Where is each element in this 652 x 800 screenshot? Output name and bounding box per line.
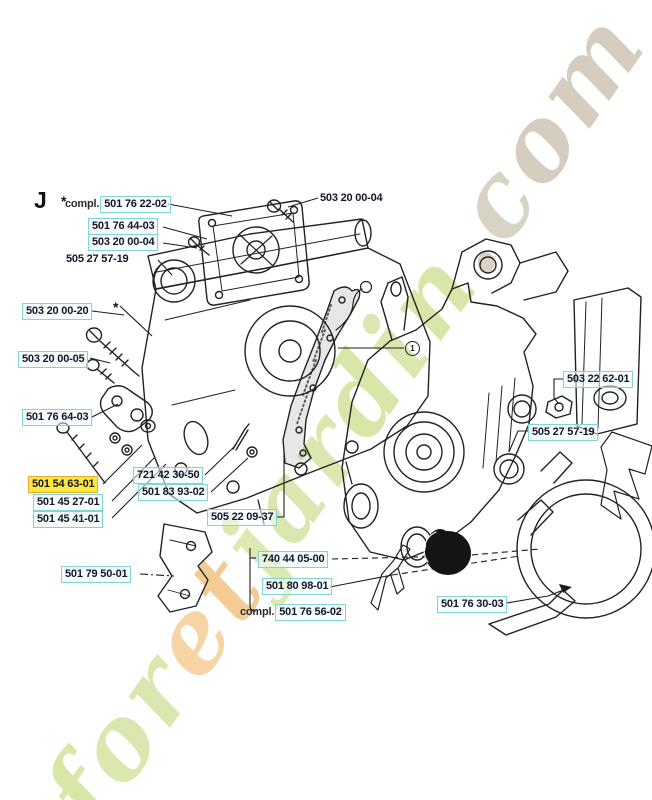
part-number-label-501-76-30-03: 501 76 30-03 <box>437 596 508 613</box>
part-number-label-compl-501-76-22-02: compl.501 76 22-02 <box>65 196 171 213</box>
part-number: 501 76 30-03 <box>437 596 508 613</box>
part-number-label-501-80-98-01: 501 80 98-01 <box>262 578 333 595</box>
part-number-label-501-45-41-01: 501 45 41-01 <box>33 511 104 528</box>
part-number: 501 79 50-01 <box>61 566 132 583</box>
part-number-label-505-27-57-19-right: 505 27 57-19 <box>528 424 599 441</box>
part-number: 505 27 57-19 <box>66 253 129 265</box>
part-number-label-721-42-30-50: 721 42 30-50 <box>133 467 204 484</box>
part-number: 501 54 63-01 <box>28 476 99 493</box>
part-number: 503 22 62-01 <box>563 371 634 388</box>
part-number-label-501-83-93-02: 501 83 93-02 <box>138 484 209 501</box>
part-number-label-503-20-00-20: 503 20 00-20 <box>22 303 93 320</box>
part-number-label-501-79-50-01: 501 79 50-01 <box>61 566 132 583</box>
part-number: 505 22 09-37 <box>207 509 278 526</box>
part-number-label-503-20-00-04-left: 503 20 00-04 <box>88 234 159 251</box>
part-number-label-501-54-63-01: 501 54 63-01 <box>28 476 99 493</box>
part-number: 503 20 00-20 <box>22 303 93 320</box>
label-prefix: compl. <box>240 606 275 618</box>
part-number-label-503-22-62-01: 503 22 62-01 <box>563 371 634 388</box>
part-number-label-501-76-44-03: 501 76 44-03 <box>88 218 159 235</box>
part-number: 505 27 57-19 <box>528 424 599 441</box>
support-bracket <box>157 523 213 613</box>
corner-asterisk: * <box>61 193 67 209</box>
plate-screws <box>187 199 294 256</box>
part-number: 501 80 98-01 <box>262 578 333 595</box>
part-number-label-501-45-27-01: 501 45 27-01 <box>33 494 104 511</box>
part-number: 501 76 64-03 <box>22 409 93 426</box>
part-number-label-505-27-57-19-left: 505 27 57-19 <box>66 252 129 267</box>
retainer-clip <box>370 544 411 611</box>
part-number: 501 45 27-01 <box>33 494 104 511</box>
crankcase-gasket <box>282 280 373 469</box>
crankcase-right-half <box>341 238 569 561</box>
part-number-label-503-20-00-05: 503 20 00-05 <box>18 351 89 368</box>
part-number-label-503-20-00-04-top: 503 20 00-04 <box>320 191 383 206</box>
mounting-bolts-left <box>56 327 258 484</box>
part-number: 740 44 05-00 <box>258 551 329 568</box>
oil-pump-body <box>99 385 156 433</box>
gasket-index-marker: 1 <box>405 341 420 356</box>
part-number-label-740-44-05-00: 740 44 05-00 <box>258 551 329 568</box>
cylinder-shield <box>573 287 642 435</box>
part-number-label-501-76-64-03: 501 76 64-03 <box>22 409 93 426</box>
part-number: 501 76 22-02 <box>100 196 171 213</box>
part-number: 501 45 41-01 <box>33 511 104 528</box>
part-number: 501 76 56-02 <box>275 604 346 621</box>
part-number: 503 20 00-05 <box>18 351 89 368</box>
label-prefix: compl. <box>65 198 100 210</box>
filler-cap <box>400 526 471 575</box>
crankshaft-seal-right <box>493 453 525 485</box>
oil-pump-plate <box>198 200 310 306</box>
part-number: 501 76 44-03 <box>88 218 159 235</box>
clamp-clip <box>545 395 573 419</box>
part-number-label-505-22-09-37: 505 22 09-37 <box>207 509 278 526</box>
crankcase-left-half <box>141 218 431 525</box>
part-number-label-compl-501-76-56-02: compl.501 76 56-02 <box>240 604 346 621</box>
fan-housing <box>488 451 652 636</box>
shroud-fins <box>600 431 652 520</box>
part-asterisk: * <box>113 299 119 315</box>
part-number: 501 83 93-02 <box>138 484 209 501</box>
part-number: 503 20 00-04 <box>88 234 159 251</box>
figure-letter-j: J <box>34 187 47 213</box>
part-number: 721 42 30-50 <box>133 467 204 484</box>
part-number: 503 20 00-04 <box>320 192 383 204</box>
